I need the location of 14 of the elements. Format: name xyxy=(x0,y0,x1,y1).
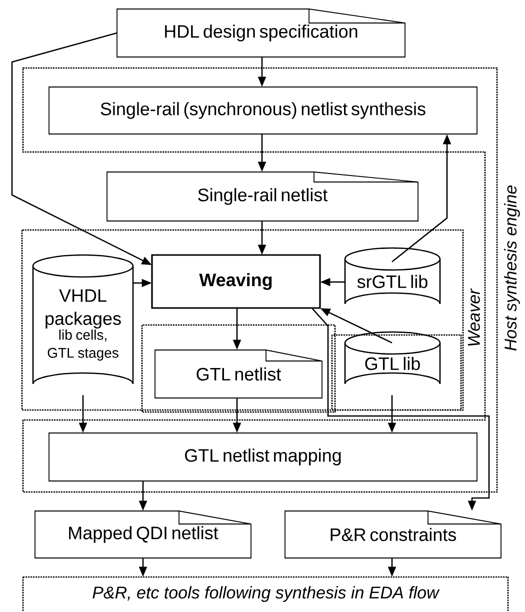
process-box: Single-rail (synchronous) netlist synthesis xyxy=(48,86,478,134)
document-box: P&R constraints xyxy=(284,510,502,558)
node-label: Host synthesis engine xyxy=(504,186,520,351)
node-label: Weaver xyxy=(468,288,480,346)
process-box: Weaving xyxy=(151,254,321,309)
document-box: Mapped QDI netlist xyxy=(34,510,252,558)
document-box: Single-rail netlist xyxy=(106,172,418,222)
document-box: HDL design specification xyxy=(116,8,406,58)
document-box: GTL netlist xyxy=(154,350,322,398)
process-box: GTL netlist mapping xyxy=(48,432,478,482)
library-cylinder: GTL lib xyxy=(344,331,441,385)
library-cylinder: VHDL packages lib cells, GTL stages xyxy=(32,254,134,385)
tools-region: P&R, etc tools following synthesis in EDA flow xyxy=(22,576,509,612)
library-cylinder: srGTL lib xyxy=(344,247,441,305)
